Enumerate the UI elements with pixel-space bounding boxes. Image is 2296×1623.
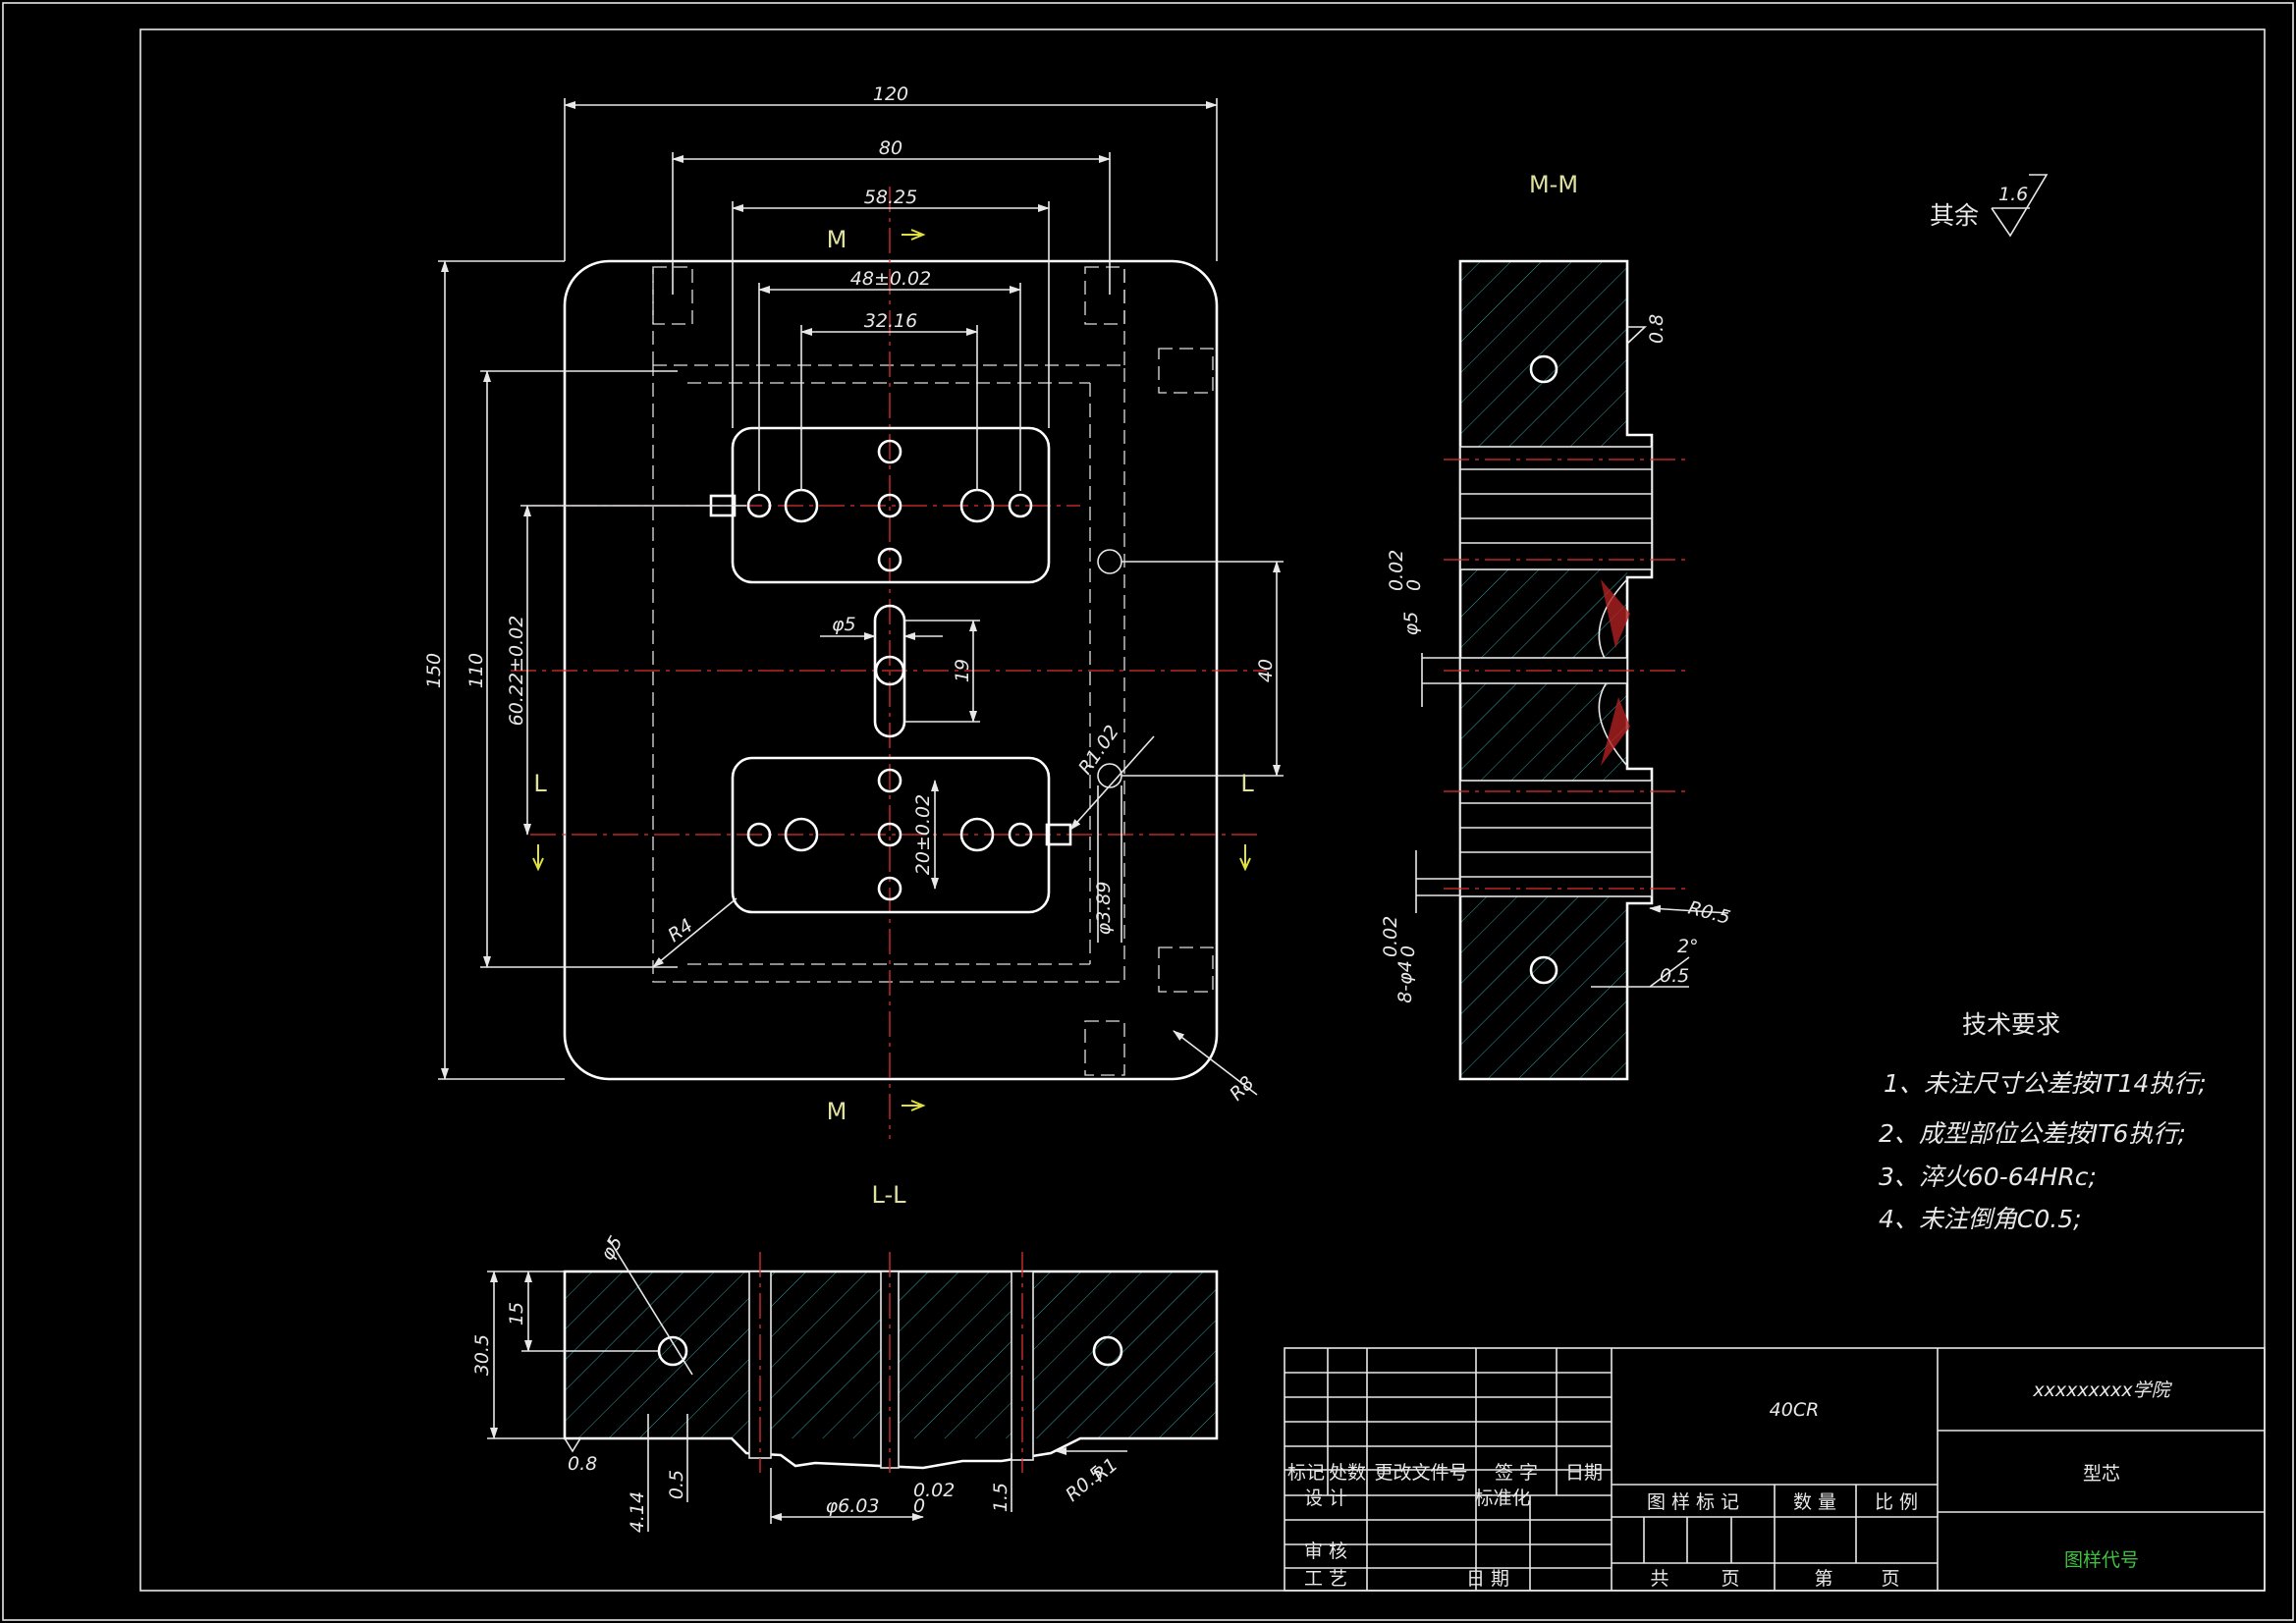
tb-drawing-mark: 图 样 标 记 (1647, 1491, 1739, 1513)
section-l-l-title: L-L (872, 1181, 907, 1209)
tb-header-count: 处数 (1329, 1462, 1366, 1484)
dim-80: 80 (879, 137, 902, 159)
mm-ra08: 0.8 (1646, 314, 1667, 344)
tb-page2: 页 (1881, 1568, 1899, 1590)
ll-h05: 0.5 (666, 1470, 687, 1499)
tb-quantity: 数 量 (1793, 1491, 1836, 1513)
section-m-m-outline (1458, 259, 1654, 1081)
tb-date: 日 期 (1466, 1568, 1509, 1590)
tb-process: 工 艺 (1304, 1568, 1347, 1590)
dim-19: 19 (952, 659, 973, 682)
section-mark-l-right: L (1240, 770, 1254, 797)
section-l-l-outline (563, 1270, 1219, 1470)
dim-d389: φ3.89 (1093, 882, 1115, 936)
ll-ra08: 0.8 (568, 1453, 597, 1475)
dim-6022: 60.22±0.02 (506, 616, 527, 727)
sheet-border-inner (139, 28, 2266, 1592)
dim-r4: R4 (664, 915, 696, 947)
mm-d4-sub: 0 (1397, 946, 1419, 957)
note-item-1: 1、未注尺寸公差按IT14执行; (1884, 1069, 2207, 1098)
cavity-lower (731, 756, 1051, 914)
section-m-m-title: M-M (1529, 171, 1578, 198)
note-item-4: 4、未注倒角C0.5; (1879, 1205, 2082, 1233)
mm-t05: 0.5 (1660, 965, 1689, 987)
tb-header-mark: 标记 (1287, 1462, 1325, 1484)
tb-part-name: 型芯 (2083, 1463, 2120, 1485)
tb-header-date: 日期 (1565, 1462, 1603, 1484)
tb-total: 共 (1650, 1568, 1668, 1590)
surface-label: 其余 (1930, 201, 1979, 230)
mm-ang2: 2° (1677, 936, 1699, 957)
note-item-2: 2、成型部位公差按IT6执行; (1879, 1119, 2186, 1148)
tb-ratio: 比 例 (1875, 1491, 1918, 1513)
notes-title: 技术要求 (1962, 1010, 2060, 1039)
hidden-cooling-channel (652, 364, 1125, 983)
ll-d5: φ5 (596, 1232, 627, 1264)
mm-d5: φ5 (1400, 612, 1422, 636)
title-block: 标记 处数 更改文件号 签 字 日期 设 计 标准化 审 核 工 艺 日 期 4… (1284, 1347, 2266, 1592)
dim-r8: R8 (1226, 1072, 1258, 1105)
dim-40: 40 (1255, 659, 1277, 682)
tb-design: 设 计 (1304, 1488, 1347, 1509)
tb-header-doc: 更改文件号 (1374, 1462, 1467, 1484)
ll-d603-sub: 0 (913, 1495, 925, 1517)
technical-notes: 技术要求 1、未注尺寸公差按IT14执行; 2、成型部位公差按IT6执行; 3、… (1879, 1010, 2207, 1233)
tb-header-sign: 签 字 (1495, 1462, 1538, 1484)
ll-h15b: 1.5 (990, 1483, 1011, 1512)
mm-d4: 8-φ4 (1394, 960, 1416, 1003)
tb-standardize: 标准化 (1474, 1488, 1530, 1509)
dim-110: 110 (465, 653, 487, 688)
surface-roughness: 其余 1.6 (1930, 174, 2049, 238)
section-m-m: M-M 0.8 φ5 0.02 0 8-φ4 0.02 0 R0. (1380, 171, 1733, 1081)
top-view: 120 80 58.25 48±0.02 32.16 150 110 60.22… (423, 83, 1284, 1139)
tb-review: 审 核 (1304, 1541, 1347, 1562)
tb-sheet: 第 (1814, 1568, 1832, 1590)
dim-48: 48±0.02 (850, 268, 931, 290)
mm-d5-sub: 0 (1403, 579, 1425, 591)
note-item-3: 3、淬火60-64HRc; (1879, 1163, 2097, 1191)
tb-school: xxxxxxxxx学院 (2032, 1380, 2172, 1401)
section-mark-l-left: L (533, 770, 547, 797)
dim-5825: 58.25 (864, 187, 917, 208)
ll-d603: φ6.03 (826, 1495, 880, 1517)
ll-d603-sup: 0.02 (913, 1480, 955, 1501)
dim-150: 150 (423, 653, 445, 688)
ll-h15: 15 (506, 1302, 527, 1325)
mm-r05: R0.5 (1686, 897, 1733, 929)
tb-drawing-code: 图样代号 (2064, 1549, 2139, 1571)
section-mark-m-top: M (827, 226, 847, 253)
ll-h305: 30.5 (471, 1334, 493, 1376)
surface-value: 1.6 (1998, 184, 2028, 205)
dim-d5: φ5 (832, 614, 856, 635)
tb-material: 40CR (1770, 1399, 1820, 1421)
tb-page: 页 (1721, 1568, 1739, 1590)
dim-120: 120 (873, 83, 908, 105)
dim-20: 20±0.02 (912, 794, 934, 875)
section-l-l: L-L φ5 15 30.5 0.8 4.14 0.5 φ6.03 0.02 0… (471, 1181, 1219, 1533)
section-mark-m-bottom: M (827, 1098, 847, 1125)
dim-3216: 32.16 (864, 310, 917, 332)
mm-d5-sup: 0.02 (1386, 550, 1407, 591)
ll-h414: 4.14 (627, 1491, 648, 1533)
mm-d4-sup: 0.02 (1380, 916, 1401, 957)
